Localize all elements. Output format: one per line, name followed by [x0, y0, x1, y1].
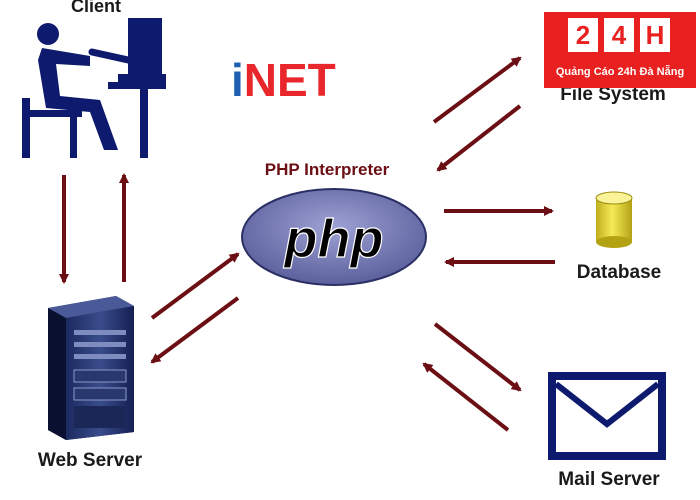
badge-digit-3: H — [640, 18, 670, 52]
mail-server-label: Mail Server — [558, 469, 660, 490]
arrow-php-to-mailserver — [433, 322, 522, 392]
arrow-filesystem-to-php — [436, 104, 522, 172]
php-interpreter-label: PHP Interpreter — [265, 160, 390, 179]
brand-badge: 2 4 H Quảng Cáo 24h Đà Nẵng — [544, 12, 696, 88]
mail-envelope-icon — [548, 372, 666, 460]
badge-slogan: Quảng Cáo 24h Đà Nẵng — [555, 66, 685, 78]
inet-logo-i: i — [231, 54, 244, 106]
file-system-label: File System — [560, 84, 666, 105]
arrow-webserver-to-php — [150, 252, 240, 320]
web-server-icon — [48, 296, 134, 440]
inet-logo-net: NET — [244, 54, 336, 106]
database-label: Database — [577, 262, 662, 283]
database-icon — [595, 191, 633, 248]
arrow-php-to-webserver — [150, 296, 240, 364]
inet-logo: iNET — [231, 54, 336, 106]
arrow-php-to-filesystem — [432, 56, 522, 124]
badge-digit-1: 2 — [568, 18, 598, 52]
badge-digit-2: 4 — [604, 18, 634, 52]
php-logo-text: php — [283, 209, 384, 269]
client-label: Client — [71, 0, 121, 16]
badge-digits: 2 4 H — [568, 18, 670, 52]
client-icon — [22, 18, 166, 158]
php-logo-icon: php — [241, 188, 427, 286]
arrow-mailserver-to-php — [422, 362, 510, 432]
web-server-label: Web Server — [38, 450, 143, 471]
